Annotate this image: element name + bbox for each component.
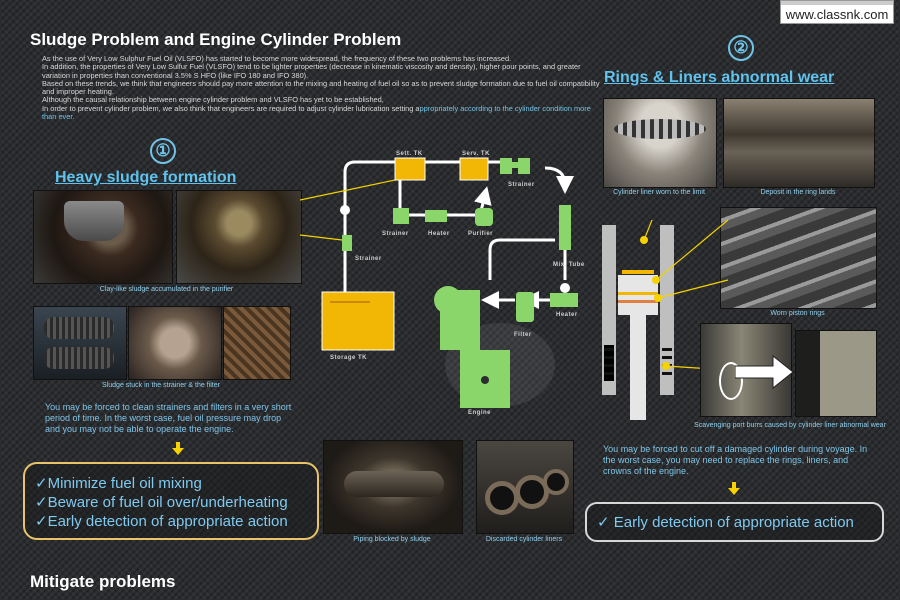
intro-line: Although the causal relationship between… — [42, 95, 384, 105]
serv-tank — [459, 157, 489, 181]
label-heater-right: Heater — [556, 312, 578, 318]
intro-line: In order to prevent cylinder problem, we… — [42, 103, 602, 122]
intro-line-highlight: ppropriately according to the cylinder c… — [42, 103, 591, 122]
classnk-logo[interactable]: www.classnk.com — [780, 0, 894, 24]
caption-liner-worn: Cylinder liner worn to the limit — [613, 189, 705, 196]
purifier-sludge-photo — [33, 190, 173, 284]
strainer-photo — [33, 306, 127, 380]
caption-purifier: Clay-like sludge accumulated in the puri… — [99, 286, 234, 293]
engine-turbo — [434, 286, 462, 314]
caption-deposit: Deposit in the ring lands — [760, 189, 836, 196]
section2-heading: Rings & Liners abnormal wear — [604, 69, 835, 86]
label-filter: Filter — [514, 332, 532, 338]
ring-deposit-photo — [723, 98, 875, 188]
section1-heading: Heavy sludge formation — [55, 169, 237, 186]
purifier-disc-photo — [176, 190, 302, 284]
section2-paragraph: You may be forced to cut off a damaged c… — [603, 444, 868, 476]
blocked-piping-photo — [323, 440, 463, 534]
discarded-liners-photo — [476, 440, 574, 534]
caption-burrs: Scavenging port burrs caused by cylinder… — [694, 422, 886, 429]
strainer-low — [342, 235, 352, 251]
storage-tank — [321, 291, 395, 351]
section1-number: ① — [150, 138, 176, 164]
logo-text: www.classnk.com — [785, 7, 889, 22]
pipe — [343, 160, 400, 295]
worn-liner-photo — [603, 98, 717, 188]
strainer-mid — [393, 208, 409, 224]
intro-line: Based on these trends, we think that eng… — [42, 78, 600, 97]
liner-shape — [485, 481, 519, 515]
strainer-element-shape — [44, 317, 114, 339]
label-strainer-mid: Strainer — [382, 231, 409, 237]
page-title: Sludge Problem and Engine Cylinder Probl… — [30, 30, 402, 49]
caption-strainer: Sludge stuck in the strainer & the filte… — [102, 382, 220, 389]
section1-paragraph: You may be forced to clean strainers and… — [45, 402, 292, 434]
valve-icon — [560, 283, 570, 293]
down-arrow-icon — [172, 442, 184, 455]
label-storage-tk: Storage TK — [330, 355, 368, 361]
intro-line-part: In order to prevent cylinder problem, we… — [42, 103, 420, 113]
strainer-joint — [512, 162, 518, 168]
pipe — [488, 238, 555, 280]
magnify-arrow-icon — [735, 354, 794, 390]
label-mix-tube: Mix. Tube — [553, 262, 585, 268]
intro-text: As the use of Very Low Sulphur Fuel Oil … — [42, 54, 602, 122]
burr-highlight-circle — [719, 362, 743, 400]
scavenge-ports — [604, 345, 614, 381]
hand-sludge-photo — [128, 306, 222, 380]
pipe-shape — [344, 471, 444, 497]
callout-line — [300, 234, 343, 241]
caption-liners: Discarded cylinder liners — [485, 536, 563, 543]
piston-ring — [618, 300, 658, 303]
action-item: ✓ Early detection of appropriate action — [597, 514, 854, 531]
down-arrow-icon — [728, 482, 740, 495]
cylinder-schematic — [602, 220, 729, 420]
callout-line — [300, 179, 396, 201]
caption-rings: Worn piston rings — [770, 310, 825, 317]
callout-line — [657, 279, 729, 299]
piston-rod — [630, 315, 646, 420]
liner-ports-shape — [614, 119, 706, 139]
pipe — [398, 180, 480, 217]
purifier-unit — [475, 208, 493, 226]
intro-line: In addition, the properties of Very Low … — [42, 62, 581, 80]
label-engine: Engine — [468, 410, 492, 416]
fuel-system-diagram — [300, 157, 578, 408]
label-strainer-top: Strainer — [508, 182, 535, 188]
action-item: ✓Minimize fuel oil mixing — [35, 475, 202, 492]
filter-unit — [516, 292, 534, 322]
pipe — [544, 166, 574, 194]
callout-line — [643, 220, 653, 241]
label-sett-tk: Sett. TK — [396, 151, 423, 157]
action-item: ✓Early detection of appropriate action — [35, 513, 288, 530]
piston-ring — [622, 270, 654, 274]
engine-crank-icon — [481, 376, 489, 384]
valve-icon — [340, 205, 350, 215]
piston-ring — [618, 292, 658, 295]
heater-mid — [425, 210, 447, 222]
strainer-element-shape — [44, 347, 114, 369]
heater-right — [550, 293, 578, 307]
intro-line: As the use of Very Low Sulphur Fuel Oil … — [42, 54, 512, 63]
label-purifier: Purifier — [468, 231, 494, 237]
label-heater-mid: Heater — [428, 231, 450, 237]
callout-line — [655, 220, 729, 281]
sett-tank — [394, 157, 426, 181]
purifier-bowl-shape — [64, 201, 124, 241]
strainer-top — [500, 158, 512, 174]
mix-tube — [559, 205, 571, 250]
caption-piping: Piping blocked by sludge — [353, 536, 431, 543]
port-burr-closeup-photo — [795, 330, 877, 417]
label-serv-tk: Serv. TK — [462, 151, 490, 157]
strainer-top-2 — [518, 158, 530, 174]
filter-mesh-photo — [223, 306, 291, 380]
worn-rings-photo — [720, 207, 877, 309]
action-item: ✓Beware of fuel oil over/underheating — [35, 494, 288, 511]
liner-shape — [543, 469, 569, 495]
mitigate-heading: Mitigate problems — [30, 572, 176, 591]
label-strainer-low: Strainer — [355, 256, 382, 262]
section2-number: ② — [728, 35, 754, 61]
section2-action-box: ✓ Early detection of appropriate action — [585, 502, 884, 542]
section1-action-box: ✓Minimize fuel oil mixing ✓Beware of fue… — [23, 462, 319, 540]
